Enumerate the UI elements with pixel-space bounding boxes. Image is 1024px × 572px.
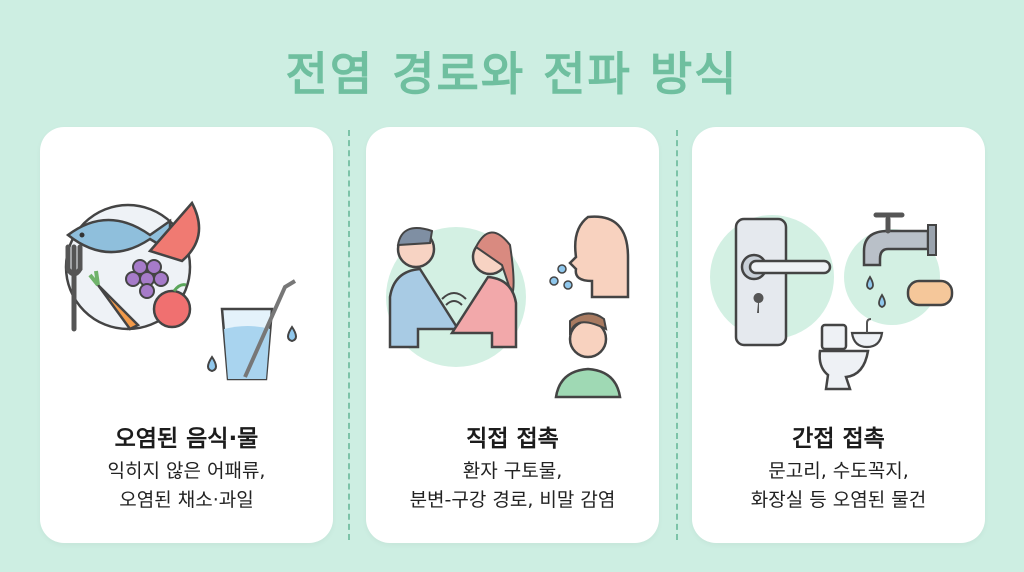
dashed-divider — [348, 130, 350, 540]
card-description: 환자 구토물, 분변-구강 경로, 비말 감염 — [366, 457, 659, 515]
description-line: 화장실 등 오염된 물건 — [750, 489, 927, 511]
description-line: 문고리, 수도꼭지, — [768, 460, 909, 482]
sneezing-person-icon — [549, 215, 630, 299]
dashed-divider — [676, 130, 678, 540]
indirect-contact-illustration — [710, 212, 954, 391]
soap-icon — [906, 279, 954, 307]
apple-icon — [152, 283, 192, 329]
card-heading: 직접 접촉 — [466, 426, 559, 452]
handshake-icon — [388, 227, 518, 349]
door-handle-icon — [734, 217, 832, 347]
description-line: 오염된 채소·과일 — [119, 489, 254, 511]
food-water-illustration — [64, 200, 297, 381]
carrot-icon — [88, 270, 141, 331]
direct-contact-illustration — [386, 215, 630, 399]
description-line: 분변-구강 경로, 비말 감염 — [409, 489, 616, 511]
water-glass-icon — [220, 279, 297, 381]
faucet-icon — [862, 212, 937, 267]
water-drop-icon — [866, 275, 886, 308]
card-direct-contact: 직접 접촉 환자 구토물, 분변-구강 경로, 비말 감염 — [366, 127, 659, 543]
fork-icon — [65, 244, 83, 332]
sink-icon — [850, 318, 884, 349]
card-indirect-contact: 간접 접촉 문고리, 수도꼭지, 화장실 등 오염된 물건 — [692, 127, 985, 543]
watermelon-icon — [147, 200, 201, 263]
description-line: 익히지 않은 어패류, — [107, 460, 266, 482]
card-contaminated-food-water: 오염된 음식·물 익히지 않은 어패류, 오염된 채소·과일 — [40, 127, 333, 543]
description-line: 환자 구토물, — [462, 460, 563, 482]
card-heading: 간접 접촉 — [792, 426, 885, 452]
grapes-icon — [125, 259, 169, 299]
water-drop-icon — [207, 325, 297, 373]
toilet-icon — [818, 323, 870, 391]
card-heading: 오염된 음식·물 — [114, 426, 259, 452]
card-description: 문고리, 수도꼭지, 화장실 등 오염된 물건 — [692, 457, 985, 515]
card-description: 익히지 않은 어패류, 오염된 채소·과일 — [40, 457, 333, 515]
covering-mouth-person-icon — [554, 312, 622, 399]
page-title: 전염 경로와 전파 방식 — [285, 47, 739, 101]
